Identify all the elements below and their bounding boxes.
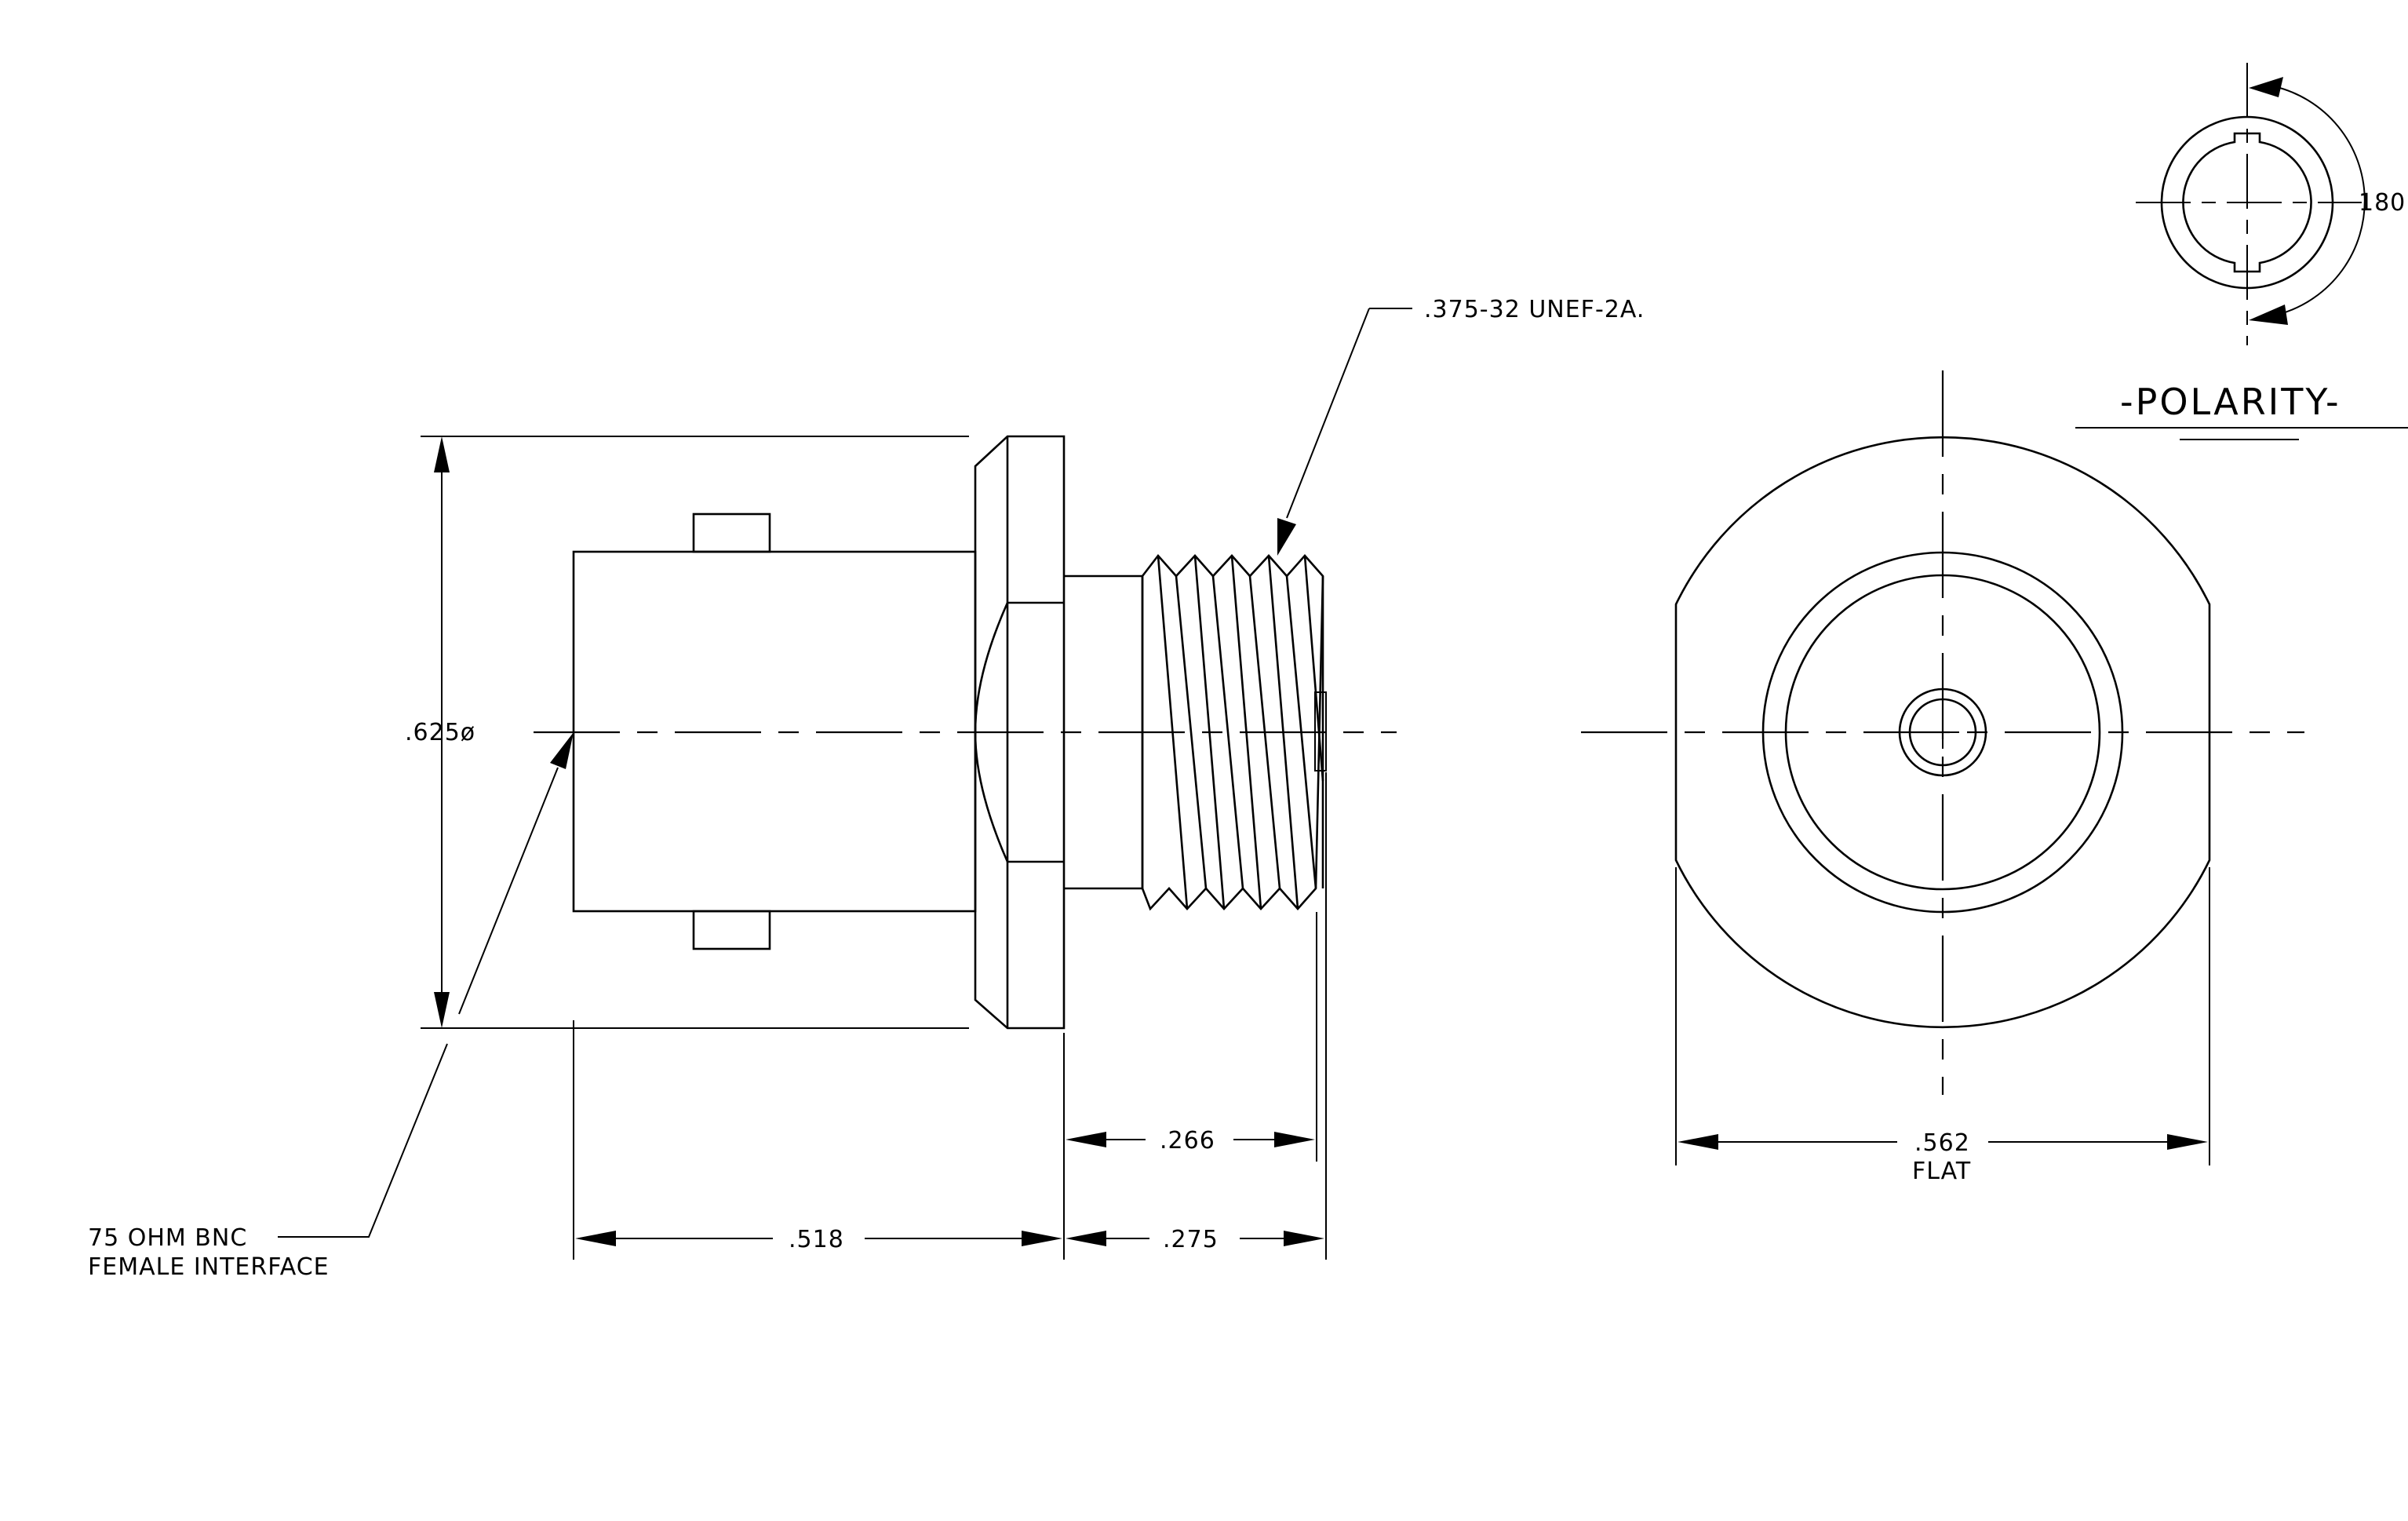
thread-callout: .375-32 UNEF-2A. — [1277, 296, 1645, 556]
dim-275: .275 — [1066, 1226, 1324, 1253]
flat-label: FLAT — [1912, 1158, 1971, 1185]
outer-body-with-flats — [1674, 436, 2211, 1029]
interface-callout: 75 OHM BNC FEMALE INTERFACE — [88, 732, 574, 1281]
dim-266-label: .266 — [1160, 1127, 1215, 1154]
polarity-title: -POLARITY- — [2120, 381, 2341, 423]
angle-label: 180° — [2359, 189, 2408, 217]
bayonet-pin-bottom — [692, 910, 771, 950]
dim-518-label: .518 — [789, 1226, 844, 1253]
dim-625: .625ø — [405, 436, 969, 1029]
side-view: .625ø .375-32 UNEF-2A. 75 OHM BNC FEMALE… — [88, 296, 1645, 1281]
bayonet-pin-top — [692, 512, 771, 553]
front-view: .562 FLAT — [1581, 370, 2304, 1185]
dim-562-label: .562 — [1914, 1129, 1970, 1157]
dim-562: .562 FLAT — [1675, 867, 2210, 1185]
polarity-detail: 180° -POLARITY- — [2075, 63, 2408, 440]
interface-label-line2: FEMALE INTERFACE — [88, 1253, 330, 1281]
thread-label: .375-32 UNEF-2A. — [1424, 296, 1645, 323]
rotation-arc — [2273, 86, 2366, 315]
dim-266: .266 — [1066, 1127, 1315, 1154]
dim-518: .518 — [575, 1226, 1062, 1253]
interface-label-line1: 75 OHM BNC — [88, 1224, 247, 1252]
dim-275-label: .275 — [1163, 1226, 1219, 1253]
polarity-keyed-circle — [2182, 132, 2312, 273]
diameter-label: .625ø — [405, 719, 475, 746]
bnc-body — [572, 550, 977, 913]
